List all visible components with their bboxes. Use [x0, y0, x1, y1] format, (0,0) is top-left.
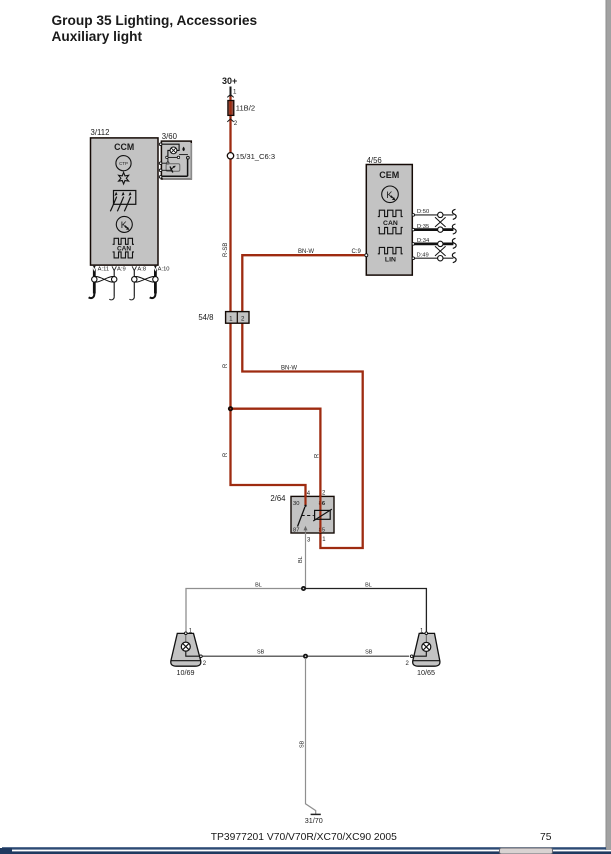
svg-text:A:8: A:8: [137, 266, 146, 272]
svg-text:CAN: CAN: [383, 220, 398, 227]
svg-text:31/70: 31/70: [305, 816, 323, 825]
svg-text:30+: 30+: [222, 76, 237, 86]
svg-text:1: 1: [322, 537, 326, 543]
svg-text:2: 2: [234, 120, 238, 127]
svg-text:1: 1: [420, 629, 424, 635]
svg-text:D:35: D:35: [417, 224, 429, 230]
svg-text:87: 87: [293, 528, 299, 534]
svg-text:4/56: 4/56: [367, 156, 382, 165]
svg-text:1: 1: [229, 315, 233, 322]
svg-text:BL: BL: [255, 583, 262, 589]
svg-text:A:11: A:11: [98, 266, 110, 272]
svg-text:SB: SB: [300, 740, 306, 748]
svg-text:R: R: [315, 453, 321, 458]
svg-text:2: 2: [406, 661, 410, 667]
svg-text:LIN: LIN: [385, 257, 396, 264]
svg-text:K: K: [121, 220, 127, 230]
svg-text:A:10: A:10: [158, 266, 170, 272]
svg-text:CAN: CAN: [117, 245, 131, 252]
svg-text:86: 86: [319, 501, 326, 507]
svg-text:85: 85: [319, 528, 325, 534]
svg-text:SB: SB: [365, 650, 373, 656]
svg-text:Auxiliary light: Auxiliary light: [52, 29, 143, 44]
svg-text:Group 35 Lighting, Accessories: Group 35 Lighting, Accessories: [52, 13, 258, 28]
svg-text:2: 2: [241, 315, 245, 322]
svg-text:2/64: 2/64: [270, 494, 286, 503]
svg-text:10/65: 10/65: [417, 668, 435, 677]
svg-text:BN-W: BN-W: [281, 366, 297, 372]
svg-text:R-SB: R-SB: [223, 243, 229, 257]
svg-text:3/60: 3/60: [162, 132, 178, 141]
svg-text:BL: BL: [298, 556, 304, 563]
svg-text:3/112: 3/112: [91, 128, 110, 137]
svg-text:A:9: A:9: [117, 266, 126, 272]
svg-text:1: 1: [233, 89, 237, 96]
svg-text:30: 30: [293, 501, 299, 507]
svg-text:D:49: D:49: [417, 252, 429, 258]
svg-text:2: 2: [203, 661, 207, 667]
svg-text:3: 3: [307, 538, 311, 544]
svg-text:BN-W: BN-W: [298, 249, 314, 255]
svg-text:11B/2: 11B/2: [236, 104, 255, 113]
svg-text:2: 2: [322, 491, 326, 497]
svg-text:54/8: 54/8: [198, 313, 213, 322]
svg-text:R: R: [223, 363, 229, 368]
svg-text:R: R: [223, 452, 229, 457]
svg-text:15/31_C6:3: 15/31_C6:3: [236, 152, 275, 161]
svg-text:75: 75: [540, 832, 552, 843]
svg-text:BL: BL: [365, 583, 372, 589]
svg-text:D:50: D:50: [417, 209, 429, 215]
svg-text:4: 4: [307, 491, 311, 497]
svg-text:D:34: D:34: [417, 238, 430, 244]
svg-text:CEM: CEM: [379, 170, 399, 180]
svg-text:CTP: CTP: [119, 161, 128, 166]
svg-text:TP3977201 V70/V70R/XC70/XC90 2: TP3977201 V70/V70R/XC70/XC90 2005: [211, 832, 397, 843]
svg-text:C:9: C:9: [352, 249, 362, 255]
svg-text:SB: SB: [257, 650, 265, 656]
svg-text:10/69: 10/69: [177, 668, 195, 677]
svg-text:1: 1: [189, 629, 193, 635]
svg-text:K: K: [386, 190, 393, 200]
svg-text:CCM: CCM: [114, 142, 134, 152]
